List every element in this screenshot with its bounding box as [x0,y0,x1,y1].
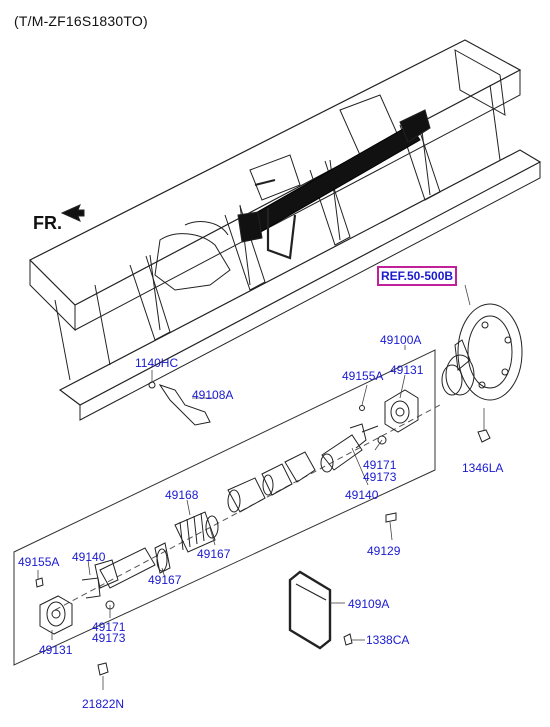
part-label-49140-rear[interactable]: 49140 [345,488,379,502]
part-label-49171-rear[interactable]: 49171 [363,458,397,472]
part-label-49140-front[interactable]: 49140 [72,550,106,564]
part-label-49167-right[interactable]: 49167 [197,547,231,561]
safety-guard-loop [288,570,332,650]
part-label-49129[interactable]: 49129 [367,544,401,558]
part-label-49173-rear[interactable]: 49173 [363,470,397,484]
part-label-21822n[interactable]: 21822N [82,697,125,711]
part-label-1346la[interactable]: 1346LA [462,461,504,475]
part-label-49100a[interactable]: 49100A [380,333,422,347]
front-direction-arrow [60,204,85,222]
part-label-49168[interactable]: 49168 [165,488,199,502]
reference-link-ref-50-500b[interactable]: REF.50-500B [377,266,458,286]
transmission-model-code: (T/M-ZF16S1830TO) [14,13,148,29]
part-label-49155a-front[interactable]: 49155A [18,555,60,569]
shaft-center-line [54,404,441,611]
part-label-49155a-rear[interactable]: 49155A [342,369,384,383]
front-companion-flange [39,595,73,635]
leader-lines [37,284,485,690]
front-direction-label: FR. [33,213,62,233]
front-slip-yoke [81,547,156,599]
part-label-49131-rear[interactable]: 49131 [390,363,424,377]
tube-section [227,451,316,513]
assembly-boundary-box [13,349,436,666]
part-label-49173-front[interactable]: 49173 [92,631,126,645]
boot-assembly [154,511,219,574]
part-label-1338ca[interactable]: 1338CA [366,633,410,647]
installed-propeller-shaft [237,109,431,260]
rear-yoke [320,423,379,473]
part-label-49108a[interactable]: 49108A [192,388,234,402]
part-label-49171-front[interactable]: 49171 [92,620,126,634]
rear-axle-differential [441,303,523,401]
part-label-1140hc[interactable]: 1140HC [135,356,179,370]
part-label-49131-front[interactable]: 49131 [39,643,73,657]
part-label-49167-left[interactable]: 49167 [148,573,182,587]
part-label-49109a[interactable]: 49109A [348,597,390,611]
rear-companion-flange [384,389,419,433]
vehicle-frame-illustration [28,39,542,421]
